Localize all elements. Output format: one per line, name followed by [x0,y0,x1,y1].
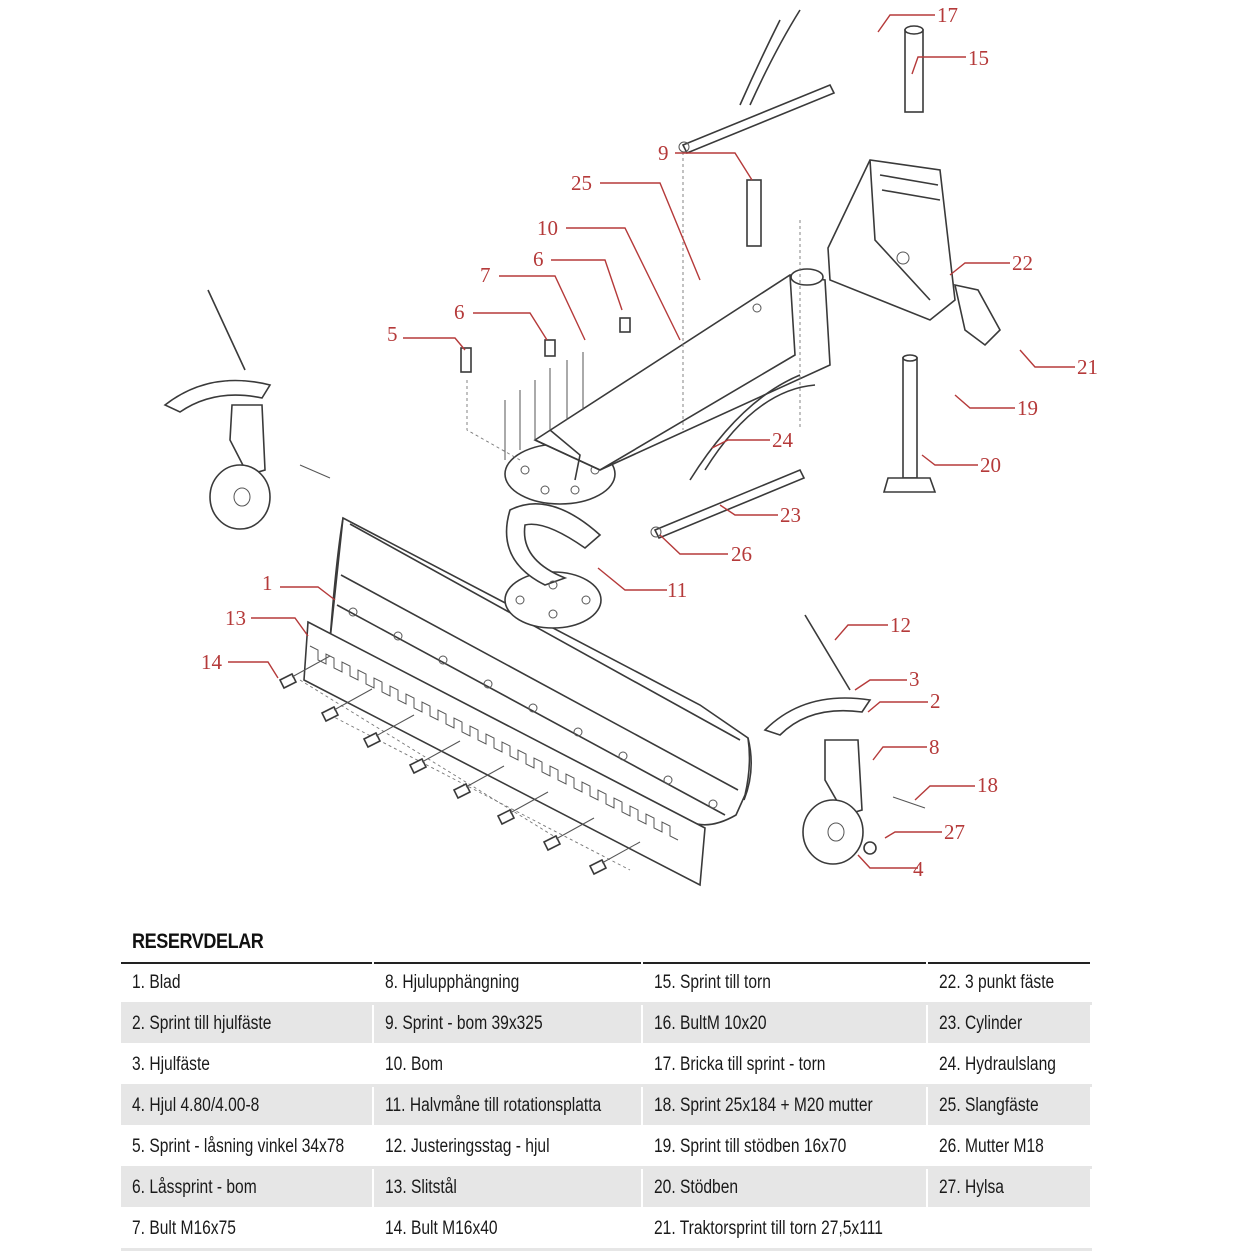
callout-24: 24 [772,428,794,452]
table-row: 4. Hjul 4.80/4.00-8 11. Halvmåne till ro… [121,1085,1092,1128]
table-cell: 22. 3 punkt fäste [927,963,1092,1005]
table-row: 6. Låssprint - bom 13. Slitstål 20. Stöd… [121,1167,1092,1210]
callout-2: 2 [930,689,941,713]
table-cell: 10. Bom [373,1044,643,1087]
callout-15: 15 [968,46,989,70]
callout-27: 27 [944,820,965,844]
table-cell: 26. Mutter M18 [927,1126,1092,1169]
table-cell: 21. Traktorsprint till torn 27,5x111 [642,1208,928,1251]
table-cell: 11. Halvmåne till rotationsplatta [373,1085,643,1128]
callout-19: 19 [1017,396,1038,420]
table-cell [927,1208,1092,1251]
table-cell: 1. Blad [121,963,374,1005]
left-wheel-assembly [163,289,331,530]
parts-list-title: RESERVDELAR [132,930,264,953]
callout-23: 23 [780,503,801,527]
callout-4: 4 [913,857,924,881]
table-cell: 8. Hjulupphängning [373,963,643,1005]
callout-22: 22 [1012,251,1033,275]
lower-cylinder [650,374,816,540]
table-cell: 14. Bult M16x40 [373,1208,643,1251]
boom [533,268,831,481]
table-row: 1. Blad 8. Hjulupphängning 15. Sprint ti… [121,963,1092,1005]
table-cell: 5. Sprint - låsning vinkel 34x78 [121,1126,374,1169]
table-cell: 12. Justeringsstag - hjul [373,1126,643,1169]
callout-7: 7 [480,263,491,287]
callout-26: 26 [731,542,752,566]
table-cell: 20. Stödben [642,1167,928,1210]
parts-table: 1. Blad 8. Hjulupphängning 15. Sprint ti… [121,962,1092,1251]
blade-bolts [278,655,641,876]
table-row: 7. Bult M16x75 14. Bult M16x40 21. Trakt… [121,1208,1092,1251]
table-cell: 18. Sprint 25x184 + M20 mutter [642,1085,928,1128]
callout-9: 9 [658,141,669,165]
callout-6-lower: 6 [454,300,465,324]
table-cell: 13. Slitstål [373,1167,643,1210]
callout-11: 11 [667,578,687,602]
callout-1: 1 [262,571,273,595]
upper-cylinder [678,9,836,155]
three-point-hitch [827,25,1001,347]
table-row: 5. Sprint - låsning vinkel 34x78 12. Jus… [121,1126,1092,1169]
table-cell: 15. Sprint till torn [642,963,928,1005]
callout-17: 17 [937,3,958,27]
boom-pins [460,152,801,461]
exploded-parts-diagram: 1 2 3 4 5 6 6 7 8 9 10 11 12 13 14 15 17… [163,3,1098,887]
callout-3: 3 [909,667,920,691]
callout-13: 13 [225,606,246,630]
callout-10: 10 [537,216,558,240]
table-cell: 25. Slangfäste [927,1085,1092,1128]
callout-20: 20 [980,453,1001,477]
leader-lines [228,14,1075,869]
callout-25: 25 [571,171,592,195]
table-cell: 19. Sprint till stödben 16x70 [642,1126,928,1169]
table-cell: 17. Bricka till sprint - torn [642,1044,928,1087]
table-cell: 6. Låssprint - bom [121,1167,374,1210]
support-leg [882,354,937,493]
callout-8: 8 [929,735,940,759]
table-cell: 4. Hjul 4.80/4.00-8 [121,1085,374,1128]
table-cell: 23. Cylinder [927,1003,1092,1046]
callout-18: 18 [977,773,998,797]
table-cell: 9. Sprint - bom 39x325 [373,1003,643,1046]
right-wheel-assembly [763,614,926,865]
callout-labels: 1 2 3 4 5 6 6 7 8 9 10 11 12 13 14 15 17… [201,3,1098,881]
table-cell: 16. BultM 10x20 [642,1003,928,1046]
callout-12: 12 [890,613,911,637]
callout-5: 5 [387,322,398,346]
blade [329,516,752,826]
callout-21: 21 [1077,355,1098,379]
callout-14: 14 [201,650,223,674]
table-cell: 3. Hjulfäste [121,1044,374,1087]
table-cell: 27. Hylsa [927,1167,1092,1210]
table-cell: 2. Sprint till hjulfäste [121,1003,374,1046]
table-row: 3. Hjulfäste 10. Bom 17. Bricka till spr… [121,1044,1092,1087]
rotation-plates [504,443,616,629]
table-cell: 7. Bult M16x75 [121,1208,374,1251]
table-row: 2. Sprint till hjulfäste 9. Sprint - bom… [121,1003,1092,1046]
callout-6-upper: 6 [533,247,544,271]
table-cell: 24. Hydraulslang [927,1044,1092,1087]
